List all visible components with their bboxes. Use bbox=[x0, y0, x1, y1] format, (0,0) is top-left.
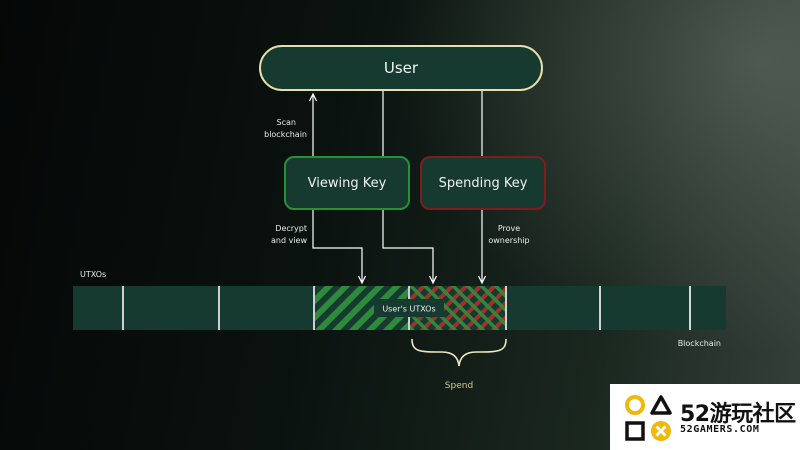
viewing-key-box[interactable] bbox=[284, 156, 410, 210]
cross-icon bbox=[651, 421, 671, 441]
triangle-icon bbox=[650, 395, 672, 415]
spend-label: Spend bbox=[445, 381, 473, 391]
blockchain-label: Blockchain bbox=[678, 339, 721, 348]
utxo-row bbox=[73, 286, 726, 330]
watermark-title: 52游玩社区 bbox=[680, 402, 796, 427]
watermark: 52游玩社区 52GAMERS.COM bbox=[610, 384, 800, 450]
spending-key-box[interactable] bbox=[420, 156, 546, 210]
utxo-cell[interactable] bbox=[507, 286, 599, 330]
arrow-down-icon bbox=[428, 275, 438, 285]
viewing-key-label: Viewing Key bbox=[307, 175, 387, 191]
utxos-label: UTXOs bbox=[80, 270, 106, 279]
arrow-down-icon bbox=[357, 275, 367, 285]
utxo-cell[interactable] bbox=[220, 286, 313, 330]
brace-icon bbox=[411, 338, 507, 367]
circle-icon bbox=[625, 395, 645, 415]
utxo-cell[interactable] bbox=[601, 286, 689, 330]
user-label: User bbox=[383, 59, 419, 77]
watermark-subtitle: 52GAMERS.COM bbox=[680, 424, 760, 435]
watermark-logo bbox=[625, 395, 672, 441]
square-icon bbox=[625, 421, 645, 441]
spending-key-label: Spending Key bbox=[438, 175, 528, 191]
user-box[interactable] bbox=[259, 45, 543, 91]
decrypt-arrow bbox=[312, 210, 363, 282]
utxo-cell[interactable] bbox=[73, 286, 122, 330]
utxo-cell[interactable] bbox=[124, 286, 218, 330]
arrow-down-icon bbox=[477, 275, 487, 285]
utxo-cell[interactable] bbox=[691, 286, 726, 330]
users-utxos-label: User's UTXOs bbox=[382, 305, 435, 314]
users-utxos-pill bbox=[374, 299, 444, 317]
arrow-up-icon bbox=[308, 92, 318, 102]
